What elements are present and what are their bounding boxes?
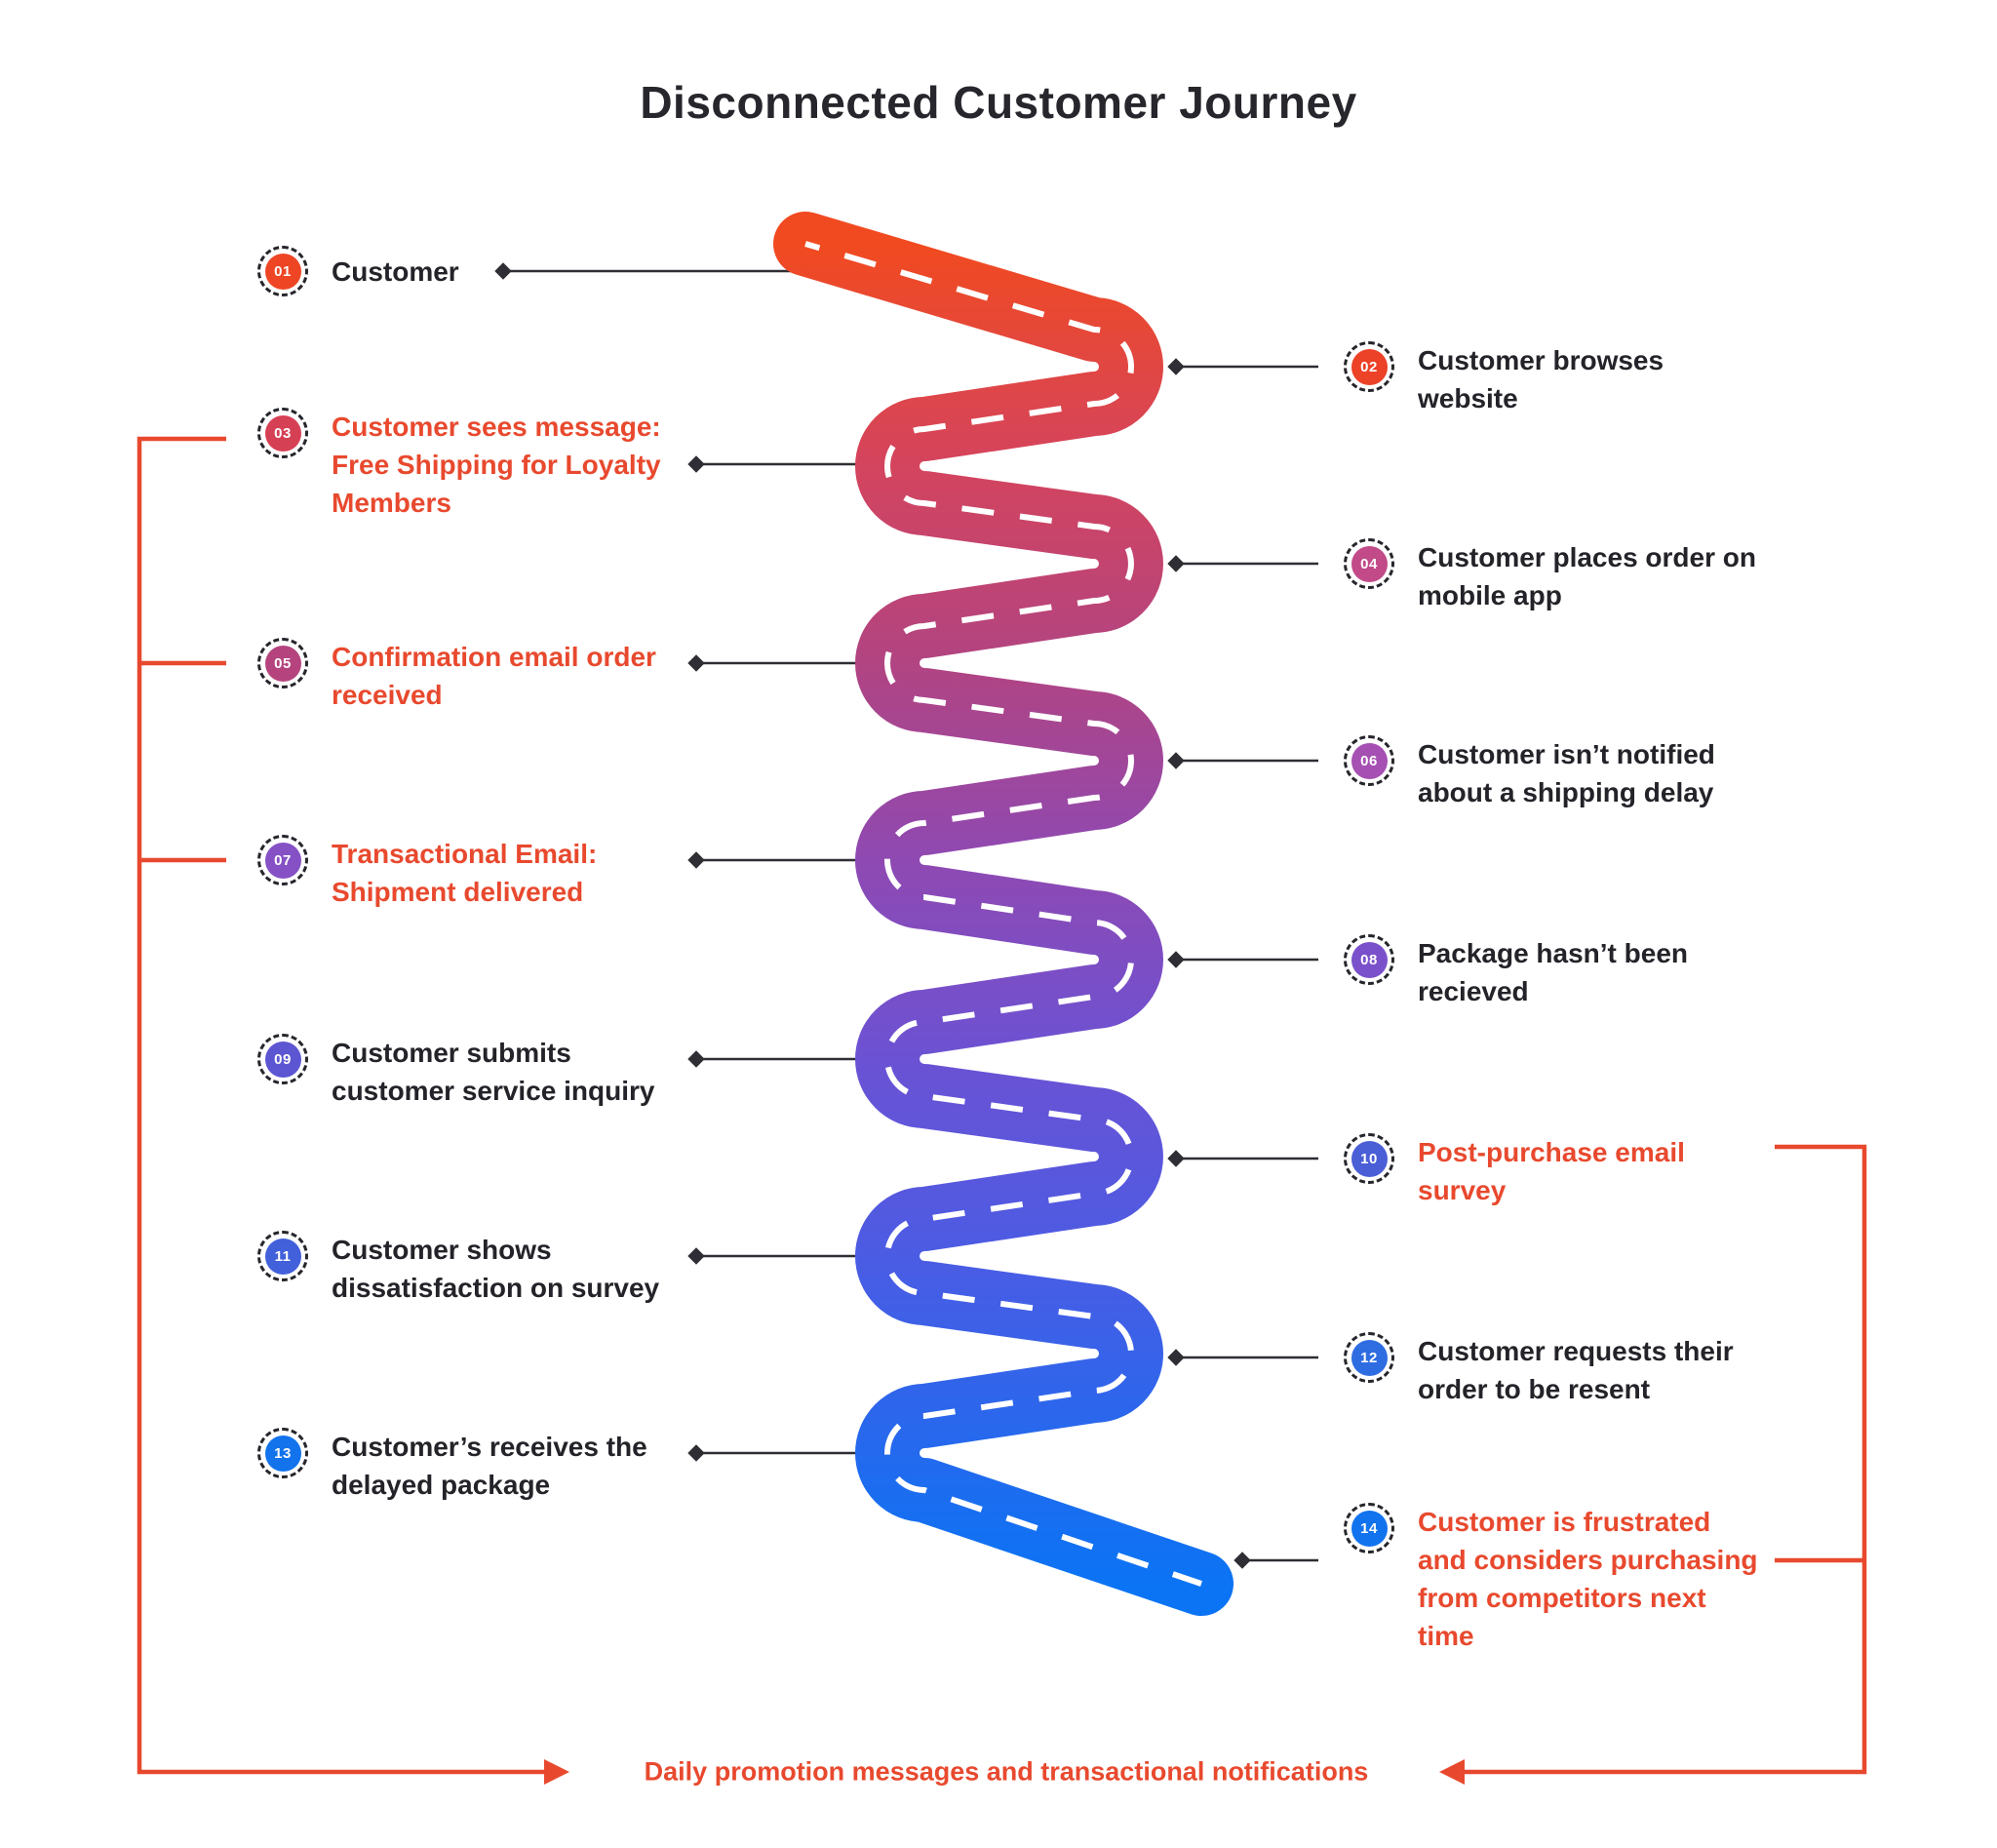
step-number-badge: 13 <box>257 1428 308 1478</box>
step-number: 07 <box>264 842 301 879</box>
step-item: 03 Customer sees message: Free Shipping … <box>257 408 661 522</box>
step-number-badge: 11 <box>257 1231 308 1281</box>
step-item: 02 Customer browses website <box>1344 341 1664 417</box>
step-number: 03 <box>264 414 301 452</box>
left-red-bracket <box>137 436 548 1775</box>
step-item: 14 Customer is frustrated and considers … <box>1344 1503 1758 1655</box>
step-number-badge: 03 <box>257 408 308 458</box>
left-arrowhead-icon <box>544 1759 569 1785</box>
right-red-bracket <box>1461 1144 1867 1775</box>
step-label: Transactional Email: Shipment delivered <box>332 839 598 907</box>
step-number-badge: 12 <box>1344 1332 1394 1383</box>
step-item: 05 Confirmation email order received <box>257 638 656 714</box>
step-item: 13 Customer’s receives the delayed packa… <box>257 1428 647 1504</box>
step-label: Package hasn’t been recieved <box>1418 938 1689 1006</box>
step-number: 04 <box>1351 545 1388 582</box>
step-number: 06 <box>1351 742 1388 779</box>
step-number-badge: 09 <box>257 1034 308 1084</box>
step-number-badge: 08 <box>1344 934 1394 985</box>
step-item: 04 Customer places order on mobile app <box>1344 538 1756 614</box>
step-number-badge: 06 <box>1344 735 1394 786</box>
step-number: 12 <box>1351 1339 1388 1376</box>
step-item: 07 Transactional Email: Shipment deliver… <box>257 835 597 911</box>
page-title: Disconnected Customer Journey <box>640 77 1357 128</box>
step-item: 06 Customer isn’t notified about a shipp… <box>1344 735 1715 811</box>
step-number-badge: 04 <box>1344 538 1394 589</box>
step-label: Customer requests their order to be rese… <box>1418 1336 1734 1404</box>
step-label: Post-purchase email survey <box>1418 1137 1685 1205</box>
step-number: 11 <box>264 1238 301 1275</box>
step-label: Customer places order on mobile app <box>1418 542 1756 610</box>
step-number: 01 <box>264 253 301 290</box>
road-center-dashes <box>804 241 1202 1587</box>
step-number-badge: 05 <box>257 638 308 688</box>
step-label: Customer is frustrated and considers pur… <box>1418 1507 1758 1651</box>
step-number: 08 <box>1351 941 1388 978</box>
right-arrowhead-icon <box>1439 1759 1465 1785</box>
step-number: 05 <box>264 645 301 682</box>
step-number-badge: 14 <box>1344 1503 1394 1553</box>
step-item: 12 Customer requests their order to be r… <box>1344 1332 1734 1408</box>
step-number-badge: 01 <box>257 246 308 296</box>
step-number-badge: 02 <box>1344 341 1394 392</box>
step-number: 02 <box>1351 348 1388 385</box>
step-item: 10 Post-purchase email survey <box>1344 1133 1685 1209</box>
step-item: 08 Package hasn’t been recieved <box>1344 934 1688 1010</box>
step-number: 13 <box>264 1435 301 1472</box>
step-number: 09 <box>264 1041 301 1078</box>
step-item: 11 Customer shows dissatisfaction on sur… <box>257 1231 659 1307</box>
step-number-badge: 10 <box>1344 1133 1394 1184</box>
step-label: Customer’s receives the delayed package <box>332 1432 647 1500</box>
step-label: Customer <box>332 256 459 287</box>
step-label: Customer isn’t notified about a shipping… <box>1418 739 1715 807</box>
step-item: 09 Customer submits customer service inq… <box>257 1034 654 1110</box>
step-item: 01 Customer <box>257 246 459 296</box>
step-number: 14 <box>1351 1510 1388 1547</box>
step-label: Customer submits customer service inquir… <box>332 1038 655 1106</box>
footer-annotation: Daily promotion messages and transaction… <box>644 1756 1369 1787</box>
step-number: 10 <box>1351 1140 1388 1177</box>
step-label: Confirmation email order received <box>332 642 656 710</box>
connector-lines <box>494 262 1318 1569</box>
step-label: Customer browses website <box>1418 345 1664 413</box>
step-label: Customer sees message: Free Shipping for… <box>332 412 661 518</box>
step-number-badge: 07 <box>257 835 308 885</box>
step-label: Customer shows dissatisfaction on survey <box>332 1235 660 1303</box>
